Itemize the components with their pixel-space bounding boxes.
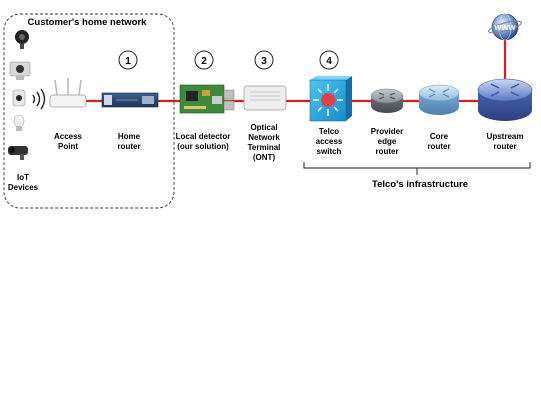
ont-label-4: (ONT) <box>253 153 276 162</box>
upstream-router-device <box>477 78 533 121</box>
local-detector-label-2: (our solution) <box>177 142 229 151</box>
infrastructure-title: Telco's infrastructure <box>372 179 468 190</box>
switch-label-1: Telco <box>319 127 339 136</box>
number-3: 3 <box>261 56 267 67</box>
switch-label-2: access <box>316 137 343 146</box>
provider-edge-label-3: router <box>375 147 398 156</box>
wifi-signal-icon <box>32 88 46 110</box>
ont-label-1: Optical <box>250 123 277 132</box>
camera-icon <box>15 30 29 49</box>
upstream-router-label-1: Upstream <box>487 132 524 141</box>
provider-edge-router-device <box>370 88 404 113</box>
iot-label-line-1: IoT <box>17 173 29 182</box>
smart-bulb-icon <box>13 114 25 131</box>
provider-edge-label-2: edge <box>378 137 397 146</box>
home-router-label-1: Home <box>118 132 141 141</box>
home-router-label-2: router <box>117 142 140 151</box>
local-detector-device <box>179 84 235 114</box>
core-router-label-1: Core <box>430 132 449 141</box>
outdoor-camera-icon <box>8 146 28 160</box>
access-point-device <box>49 78 87 108</box>
home-network-boundary <box>3 13 175 209</box>
number-badge-4 <box>319 50 339 70</box>
number-2: 2 <box>201 56 207 67</box>
access-point-label-2: Point <box>58 142 78 151</box>
local-detector-label-1: Local detector <box>176 132 231 141</box>
iot-label-line-2: Devices <box>8 183 39 192</box>
number-4: 4 <box>326 56 332 67</box>
switch-label-3: switch <box>317 147 342 156</box>
infrastructure-bracket <box>303 162 531 175</box>
core-router-label-2: router <box>427 142 450 151</box>
ont-label-2: Network <box>248 133 280 142</box>
provider-edge-label-1: Provider <box>371 127 403 136</box>
core-router-device <box>418 84 460 115</box>
home-router-device <box>101 92 159 108</box>
number-1: 1 <box>125 56 131 67</box>
internet-globe-icon: WWW <box>487 13 523 41</box>
ont-device <box>243 85 287 111</box>
www-text: WWW <box>494 23 516 32</box>
dome-camera-icon <box>12 89 26 107</box>
iot-devices <box>8 30 46 160</box>
ont-label-3: Terminal <box>248 143 281 152</box>
number-badge-2 <box>194 50 214 70</box>
upstream-router-label-2: router <box>493 142 516 151</box>
access-point-label-1: Access <box>54 132 83 141</box>
home-network-title: Customer's home network <box>28 17 148 28</box>
number-badge-3 <box>254 50 274 70</box>
number-badge-1 <box>118 50 138 70</box>
telco-access-switch-device <box>309 76 352 122</box>
security-camera-icon <box>9 61 31 80</box>
